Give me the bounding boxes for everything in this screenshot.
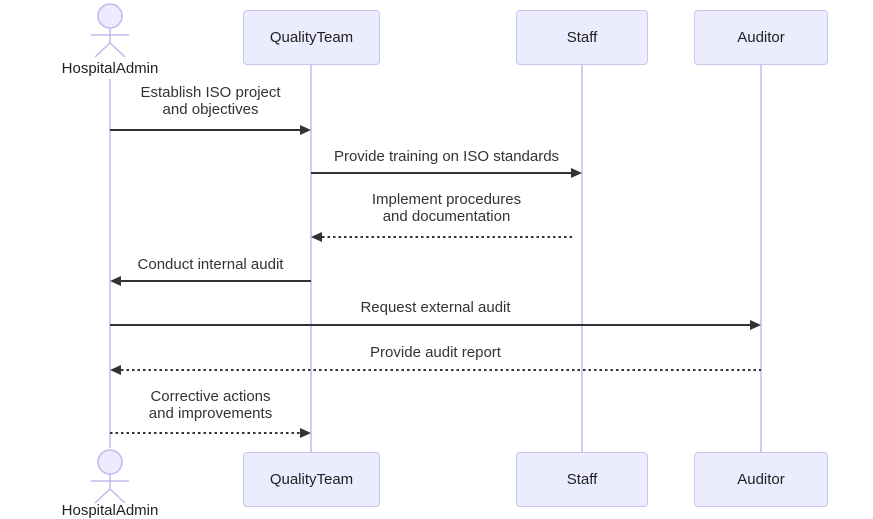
participant-qualityteam-top: QualityTeam [243, 10, 380, 65]
arrowhead-left [110, 365, 121, 375]
participant-qualityteam-bottom: QualityTeam [243, 452, 380, 507]
participant-auditor-top: Auditor [694, 10, 828, 65]
message-label: Establish ISO project and objectives [140, 84, 281, 118]
message-line [110, 324, 751, 326]
arrowhead-left [110, 276, 121, 286]
message-line [121, 280, 311, 282]
actor-label-hospitaladmin-top: HospitalAdmin [61, 60, 159, 77]
actor-figure-icon [91, 3, 129, 58]
arrowhead-right [750, 320, 761, 330]
lifeline-hospitaladmin [109, 79, 111, 448]
message-label: Request external audit [360, 299, 511, 316]
message-line [311, 172, 572, 174]
arrowhead-right [300, 125, 311, 135]
message-label: Provide audit report [370, 344, 501, 361]
actor-label-hospitaladmin-bottom: HospitalAdmin [61, 502, 159, 519]
lifeline-staff [581, 65, 583, 452]
message-label: Provide training on ISO standards [333, 148, 560, 165]
lifeline-qualityteam [310, 65, 312, 452]
arrowhead-left [311, 232, 322, 242]
message-line [322, 236, 572, 238]
participant-staff-top: Staff [516, 10, 648, 65]
arrowhead-right [300, 428, 311, 438]
message-label: Implement procedures and documentation [371, 191, 522, 225]
message-line [110, 432, 301, 434]
message-line [110, 129, 301, 131]
actor-figure-icon [91, 449, 129, 504]
lifeline-auditor [760, 65, 762, 452]
message-line [121, 369, 761, 371]
message-label: Conduct internal audit [137, 256, 284, 273]
arrowhead-right [571, 168, 582, 178]
participant-staff-bottom: Staff [516, 452, 648, 507]
participant-auditor-bottom: Auditor [694, 452, 828, 507]
message-label: Corrective actions and improvements [148, 388, 273, 422]
